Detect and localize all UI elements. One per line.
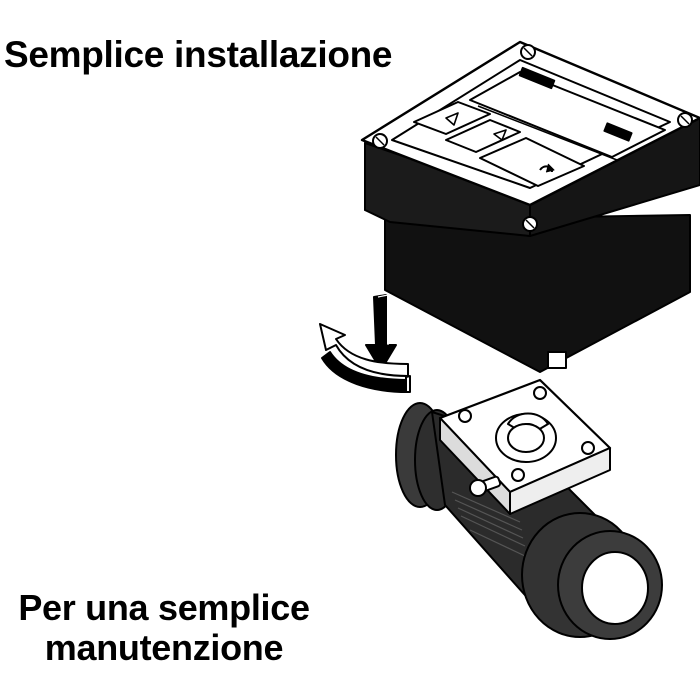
caption-line-2: manutenzione (44, 627, 284, 669)
display-unit (360, 40, 700, 373)
maintenance-caption: Per una semplice manutenzione (0, 587, 328, 669)
turbine-meter-body (395, 378, 663, 640)
page-title: Semplice installazione (4, 34, 393, 75)
caption-line-1: Per una semplice (18, 587, 310, 628)
down-arrow-icon (365, 294, 397, 371)
rotate-arrow-icon (319, 323, 411, 393)
